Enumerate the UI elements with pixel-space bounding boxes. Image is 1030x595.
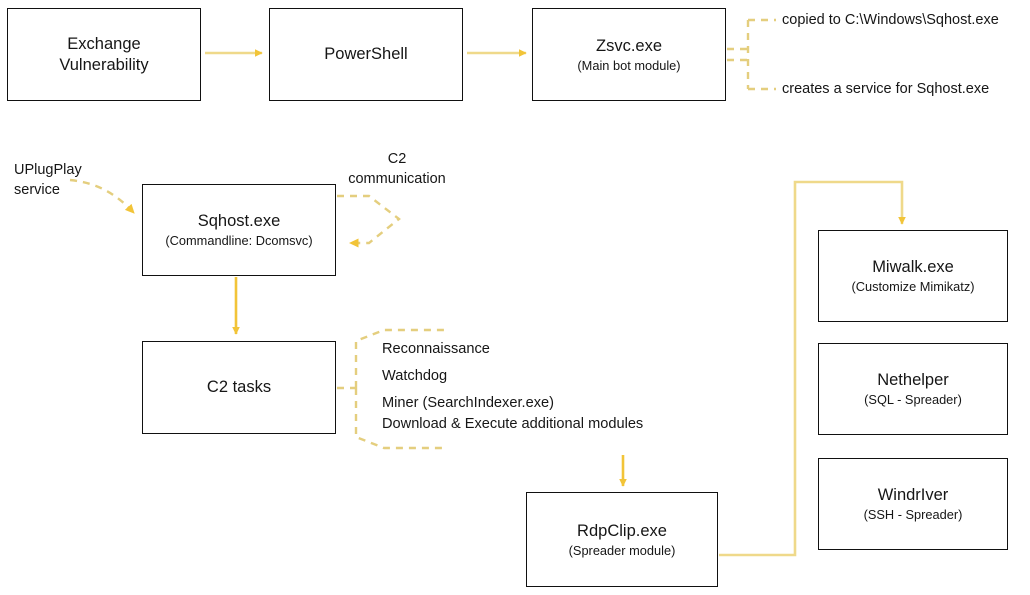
node-subtitle: (Customize Mimikatz) [851, 279, 975, 295]
annotation-c2-communication: C2 communication [347, 150, 447, 189]
node-subtitle: (Commandline: Dcomsvc) [165, 233, 313, 249]
node-nethelper[interactable]: Nethelper (SQL - Spreader) [818, 343, 1008, 435]
uplugplay-line-2: service [14, 181, 60, 198]
c2-task-item: Miner (SearchIndexer.exe) [382, 395, 554, 411]
node-zsvc-exe[interactable]: Zsvc.exe (Main bot module) [532, 8, 726, 101]
node-title: Sqhost.exe [197, 212, 281, 231]
node-title: WindrIver [877, 486, 949, 505]
node-title: Exchange [67, 35, 141, 54]
node-windriver[interactable]: WindrIver (SSH - Spreader) [818, 458, 1008, 550]
dashed-loop-c2-communication [337, 194, 401, 248]
c2-task-item: Watchdog [382, 368, 448, 384]
c2-communication-line-2: communication [348, 170, 446, 187]
c2-task-item: Reconnaissance [382, 341, 490, 357]
node-subtitle: (Spreader module) [568, 542, 676, 558]
node-subtitle: (SQL - Spreader) [864, 392, 962, 408]
node-title: Nethelper [877, 371, 949, 390]
annotation-copied-to: copied to C:\Windows\Sqhost.exe [782, 12, 999, 28]
node-subtitle: (Main bot module) [577, 57, 681, 73]
node-title-line2: Vulnerability [59, 55, 149, 74]
uplugplay-line-1: UPlugPlay [14, 162, 82, 178]
node-powershell[interactable]: PowerShell [269, 8, 463, 101]
node-rdpclip-exe[interactable]: RdpClip.exe (Spreader module) [526, 492, 718, 587]
c2-task-list: Reconnaissance Watchdog Miner (SearchInd… [382, 341, 643, 432]
node-subtitle: (SSH - Spreader) [863, 507, 963, 523]
node-title: PowerShell [324, 45, 408, 64]
node-title: RdpClip.exe [577, 521, 667, 540]
node-sqhost-exe[interactable]: Sqhost.exe (Commandline: Dcomsvc) [142, 184, 336, 276]
node-title: Miwalk.exe [872, 258, 954, 277]
c2-communication-line-1: C2 [387, 151, 407, 167]
annotation-uplugplay-service: UPlugPlay service [14, 161, 82, 200]
annotation-creates-service: creates a service for Sqhost.exe [782, 81, 990, 97]
node-c2-tasks[interactable]: C2 tasks [142, 341, 336, 434]
dashed-bracket-zsvc-notes [727, 18, 776, 91]
node-title: Zsvc.exe [595, 36, 663, 55]
node-exchange-vulnerability[interactable]: Exchange Vulnerability [7, 8, 201, 101]
node-miwalk-exe[interactable]: Miwalk.exe (Customize Mimikatz) [818, 230, 1008, 322]
c2-task-item: Download & Execute additional modules [382, 416, 644, 432]
node-title: C2 tasks [206, 378, 272, 397]
